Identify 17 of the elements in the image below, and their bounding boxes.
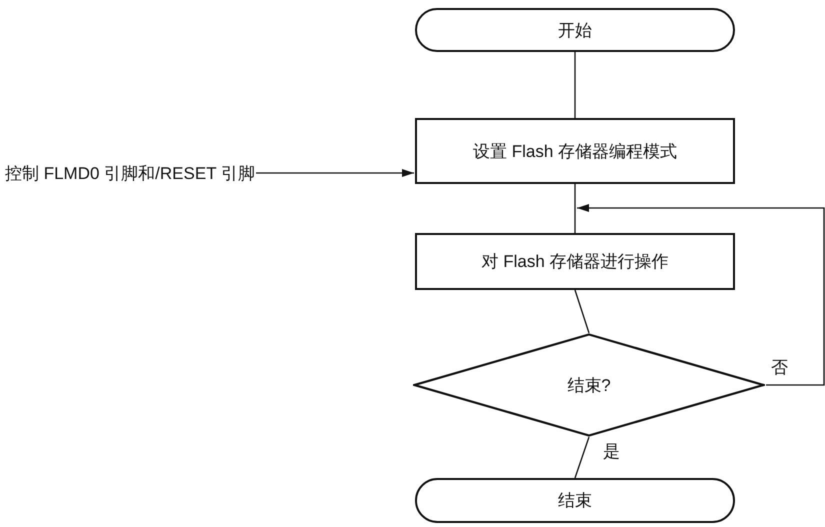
decision-diamond <box>413 333 765 437</box>
arrow <box>577 204 825 386</box>
node-text: 结束? <box>567 374 611 396</box>
node-text: 设置 Flash 存储器编程模式 <box>472 140 678 162</box>
arrow <box>256 169 414 177</box>
connector-line <box>574 436 590 478</box>
connector-line <box>574 52 576 118</box>
process-box <box>415 233 735 290</box>
node-text: 结束 <box>558 490 592 512</box>
terminal-box <box>415 478 735 523</box>
process-box <box>415 118 735 184</box>
terminal-box <box>415 8 735 52</box>
node-text: 对 Flash 存储器进行操作 <box>481 251 669 273</box>
node-text: 开始 <box>558 20 592 42</box>
connector-line <box>574 290 590 334</box>
note-text: 控制 FLMD0 引脚和/RESET 引脚 <box>5 160 255 186</box>
connector-line <box>574 184 576 233</box>
